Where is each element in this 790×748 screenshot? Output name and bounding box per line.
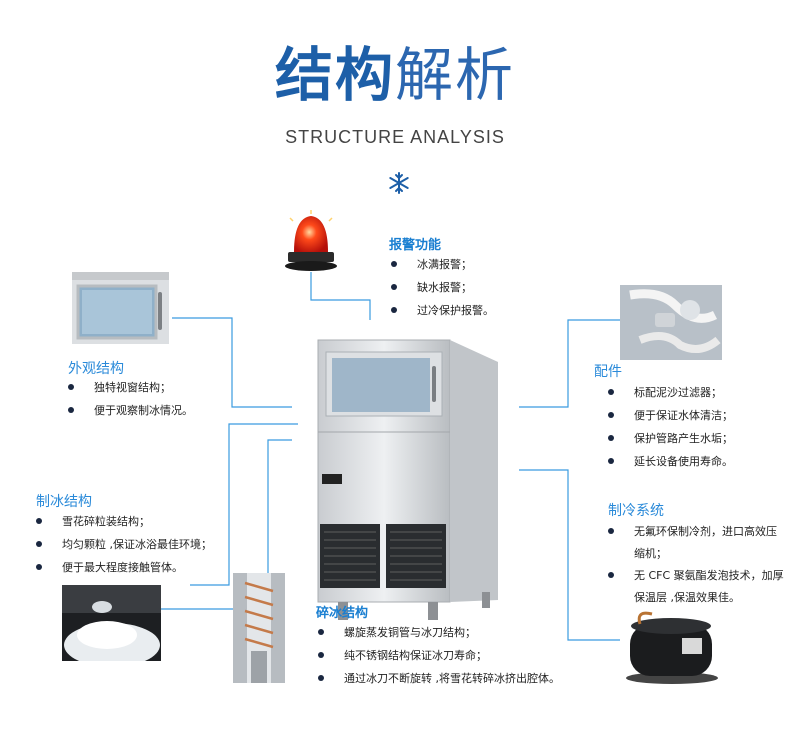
list-item-text: 螺旋蒸发铜管与冰刀结构； (344, 626, 476, 639)
list-item: 过冷保护报警。 (389, 299, 494, 322)
title-bold: 结构 (274, 41, 395, 109)
title-light: 解析 (395, 41, 516, 109)
list-item-text: 便于最大程度接触管体。 (62, 561, 183, 574)
list-item: 无氟环保制冷剂，进口高效压缩机； (606, 521, 786, 565)
bullet-icon (318, 652, 324, 658)
crushing-list: 螺旋蒸发铜管与冰刀结构； 纯不锈钢结构保证冰刀寿命； 通过冰刀不断旋转 ,将雪花… (316, 621, 560, 690)
list-item: 纯不锈钢结构保证冰刀寿命； (316, 644, 560, 667)
list-item-text: 标配泥沙过滤器； (634, 386, 722, 399)
bullet-icon (318, 675, 324, 681)
list-item: 便于保证水体清洁； (606, 404, 733, 427)
bullet-icon (36, 564, 42, 570)
ice-machine-image (317, 339, 498, 620)
page-subtitle: STRUCTURE ANALYSIS (285, 127, 505, 147)
list-item-text: 冰满报警； (417, 258, 472, 271)
list-item: 缺水报警； (389, 276, 494, 299)
page-title: 结构解析 (0, 40, 790, 110)
bullet-icon (608, 389, 614, 395)
list-item-text: 无 CFC 聚氨酯发泡技术，加厚保温层 ,保温效果佳。 (634, 569, 784, 604)
bullet-icon (391, 307, 397, 313)
appearance-heading: 外观结构 (68, 361, 124, 377)
list-item-text: 通过冰刀不断旋转 ,将雪花转碎冰挤出腔体。 (344, 672, 560, 685)
list-item-text: 均匀颗粒 ,保证冰浴最佳环境； (62, 538, 212, 551)
bullet-icon (608, 458, 614, 464)
list-item-text: 雪花碎粒装结构； (62, 515, 150, 528)
bullet-icon (68, 407, 74, 413)
list-item: 保护管路产生水垢； (606, 427, 733, 450)
list-item: 雪花碎粒装结构； (34, 510, 212, 533)
bullet-icon (391, 284, 397, 290)
list-item-text: 延长设备使用寿命。 (634, 455, 733, 468)
cooling-heading: 制冷系统 (608, 503, 664, 519)
list-item-text: 保护管路产生水垢； (634, 432, 733, 445)
list-item-text: 便于保证水体清洁； (634, 409, 733, 422)
list-item: 冰满报警； (389, 253, 494, 276)
window-panel-image (72, 272, 169, 344)
bullet-icon (36, 541, 42, 547)
list-item: 便于最大程度接触管体。 (34, 556, 212, 579)
list-item-text: 缺水报警； (417, 281, 472, 294)
accessories-heading: 配件 (594, 364, 622, 380)
ice-making-list: 雪花碎粒装结构； 均匀颗粒 ,保证冰浴最佳环境； 便于最大程度接触管体。 (34, 510, 212, 579)
list-item-text: 纯不锈钢结构保证冰刀寿命； (344, 649, 487, 662)
list-item: 无 CFC 聚氨酯发泡技术，加厚保温层 ,保温效果佳。 (606, 565, 786, 609)
bullet-icon (608, 528, 614, 534)
accessories-list: 标配泥沙过滤器； 便于保证水体清洁； 保护管路产生水垢； 延长设备使用寿命。 (606, 381, 733, 473)
list-item-text: 便于观察制冰情况。 (94, 404, 193, 417)
list-item-text: 独特视窗结构； (94, 381, 171, 394)
bullet-icon (391, 261, 397, 267)
crushed-ice-image (62, 585, 161, 661)
bullet-icon (608, 435, 614, 441)
appearance-list: 独特视窗结构； 便于观察制冰情况。 (66, 376, 193, 422)
crushing-heading: 碎冰结构 (316, 606, 369, 621)
ice-making-heading: 制冰结构 (36, 494, 92, 510)
cooling-list: 无氟环保制冷剂，进口高效压缩机； 无 CFC 聚氨酯发泡技术，加厚保温层 ,保温… (606, 521, 786, 609)
list-item: 均匀颗粒 ,保证冰浴最佳环境； (34, 533, 212, 556)
bullet-icon (608, 412, 614, 418)
bullet-icon (68, 384, 74, 390)
bullet-icon (318, 629, 324, 635)
alarm-list: 冰满报警； 缺水报警； 过冷保护报警。 (389, 253, 494, 322)
alarm-light-image (285, 210, 337, 271)
compressor-image (622, 610, 720, 686)
accessory-image (620, 285, 722, 360)
list-item: 通过冰刀不断旋转 ,将雪花转碎冰挤出腔体。 (316, 667, 560, 690)
list-item: 独特视窗结构； (66, 376, 193, 399)
bullet-icon (608, 572, 614, 578)
auger-image (233, 573, 285, 683)
list-item: 延长设备使用寿命。 (606, 450, 733, 473)
snowflake-icon (389, 172, 409, 194)
list-item-text: 过冷保护报警。 (417, 304, 494, 317)
alarm-heading: 报警功能 (389, 238, 442, 253)
list-item: 标配泥沙过滤器； (606, 381, 733, 404)
bullet-icon (36, 518, 42, 524)
list-item-text: 无氟环保制冷剂，进口高效压缩机； (634, 525, 777, 560)
list-item: 便于观察制冰情况。 (66, 399, 193, 422)
list-item: 螺旋蒸发铜管与冰刀结构； (316, 621, 560, 644)
